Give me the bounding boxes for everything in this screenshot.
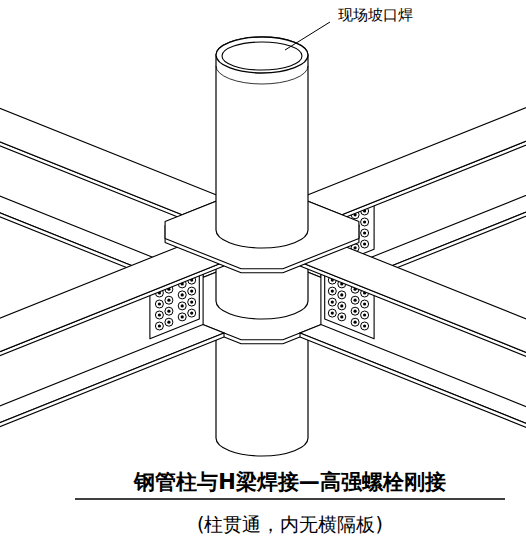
bolt-head	[328, 287, 336, 295]
column-bore	[222, 42, 302, 70]
bolt-shank	[167, 299, 170, 302]
bolt-head	[328, 298, 336, 306]
top-flange	[0, 96, 224, 215]
bolt-shank	[181, 304, 184, 307]
bolt-shank	[363, 220, 366, 223]
bolt-head	[361, 229, 369, 237]
bolt-shank	[363, 302, 366, 305]
bolt-shank	[158, 302, 161, 305]
bolt-shank	[340, 304, 343, 307]
bolt-head	[178, 313, 186, 321]
weld-label: 现场坡口焊	[336, 6, 415, 25]
bolt-shank	[363, 324, 366, 327]
bolt-head	[351, 296, 359, 304]
bolt-shank	[363, 231, 366, 234]
bolt-head	[361, 240, 369, 248]
bolt-shank	[354, 299, 357, 302]
bolt-shank	[354, 321, 357, 324]
column-top	[216, 37, 308, 73]
top-flange	[300, 245, 526, 364]
bolt-shank	[190, 301, 193, 304]
bolt-head	[178, 291, 186, 299]
bolt-head	[155, 311, 163, 319]
bolt-shank	[354, 246, 357, 249]
bolt-head	[188, 309, 196, 317]
bolt-shank	[331, 301, 334, 304]
bolt-head	[338, 313, 346, 321]
bolt-shank	[190, 312, 193, 315]
bolt-head	[178, 302, 186, 310]
bolt-head	[351, 318, 359, 326]
bolt-head	[188, 287, 196, 295]
bolt-shank	[181, 315, 184, 318]
bolt-shank	[363, 313, 366, 316]
bolt-head	[165, 296, 173, 304]
top-flange	[0, 245, 224, 364]
bolt-shank	[331, 290, 334, 293]
bolt-head	[361, 300, 369, 308]
bolt-head	[188, 298, 196, 306]
bolt-shank	[190, 290, 193, 293]
bolt-head	[361, 218, 369, 226]
bolt-head	[338, 291, 346, 299]
top-flange	[300, 96, 526, 215]
bolt-head	[155, 322, 163, 330]
diagram-title: 钢管柱与H梁焊接—高强螺栓刚接	[40, 468, 526, 496]
steel-joint	[0, 37, 526, 456]
title-underline	[75, 498, 505, 500]
bolt-shank	[158, 324, 161, 327]
bolt-head	[155, 300, 163, 308]
bolt-head	[165, 307, 173, 315]
bolt-shank	[181, 293, 184, 296]
bolt-shank	[340, 293, 343, 296]
bolt-head	[351, 307, 359, 315]
bolt-shank	[167, 310, 170, 313]
bolt-head	[165, 318, 173, 326]
diagram-caption: (柱贯通，内无横隔板)	[40, 512, 526, 538]
bolt-head	[328, 309, 336, 317]
groove-weld-line	[216, 66, 308, 84]
bolt-head	[361, 311, 369, 319]
bolt-head	[361, 322, 369, 330]
bolt-shank	[158, 313, 161, 316]
bolt-shank	[354, 310, 357, 313]
bolt-shank	[167, 321, 170, 324]
column-upper	[216, 37, 308, 248]
bolt-shank	[363, 242, 366, 245]
bolt-head	[338, 302, 346, 310]
bolt-shank	[340, 315, 343, 318]
bolt-shank	[331, 312, 334, 315]
leader-line	[285, 22, 330, 50]
